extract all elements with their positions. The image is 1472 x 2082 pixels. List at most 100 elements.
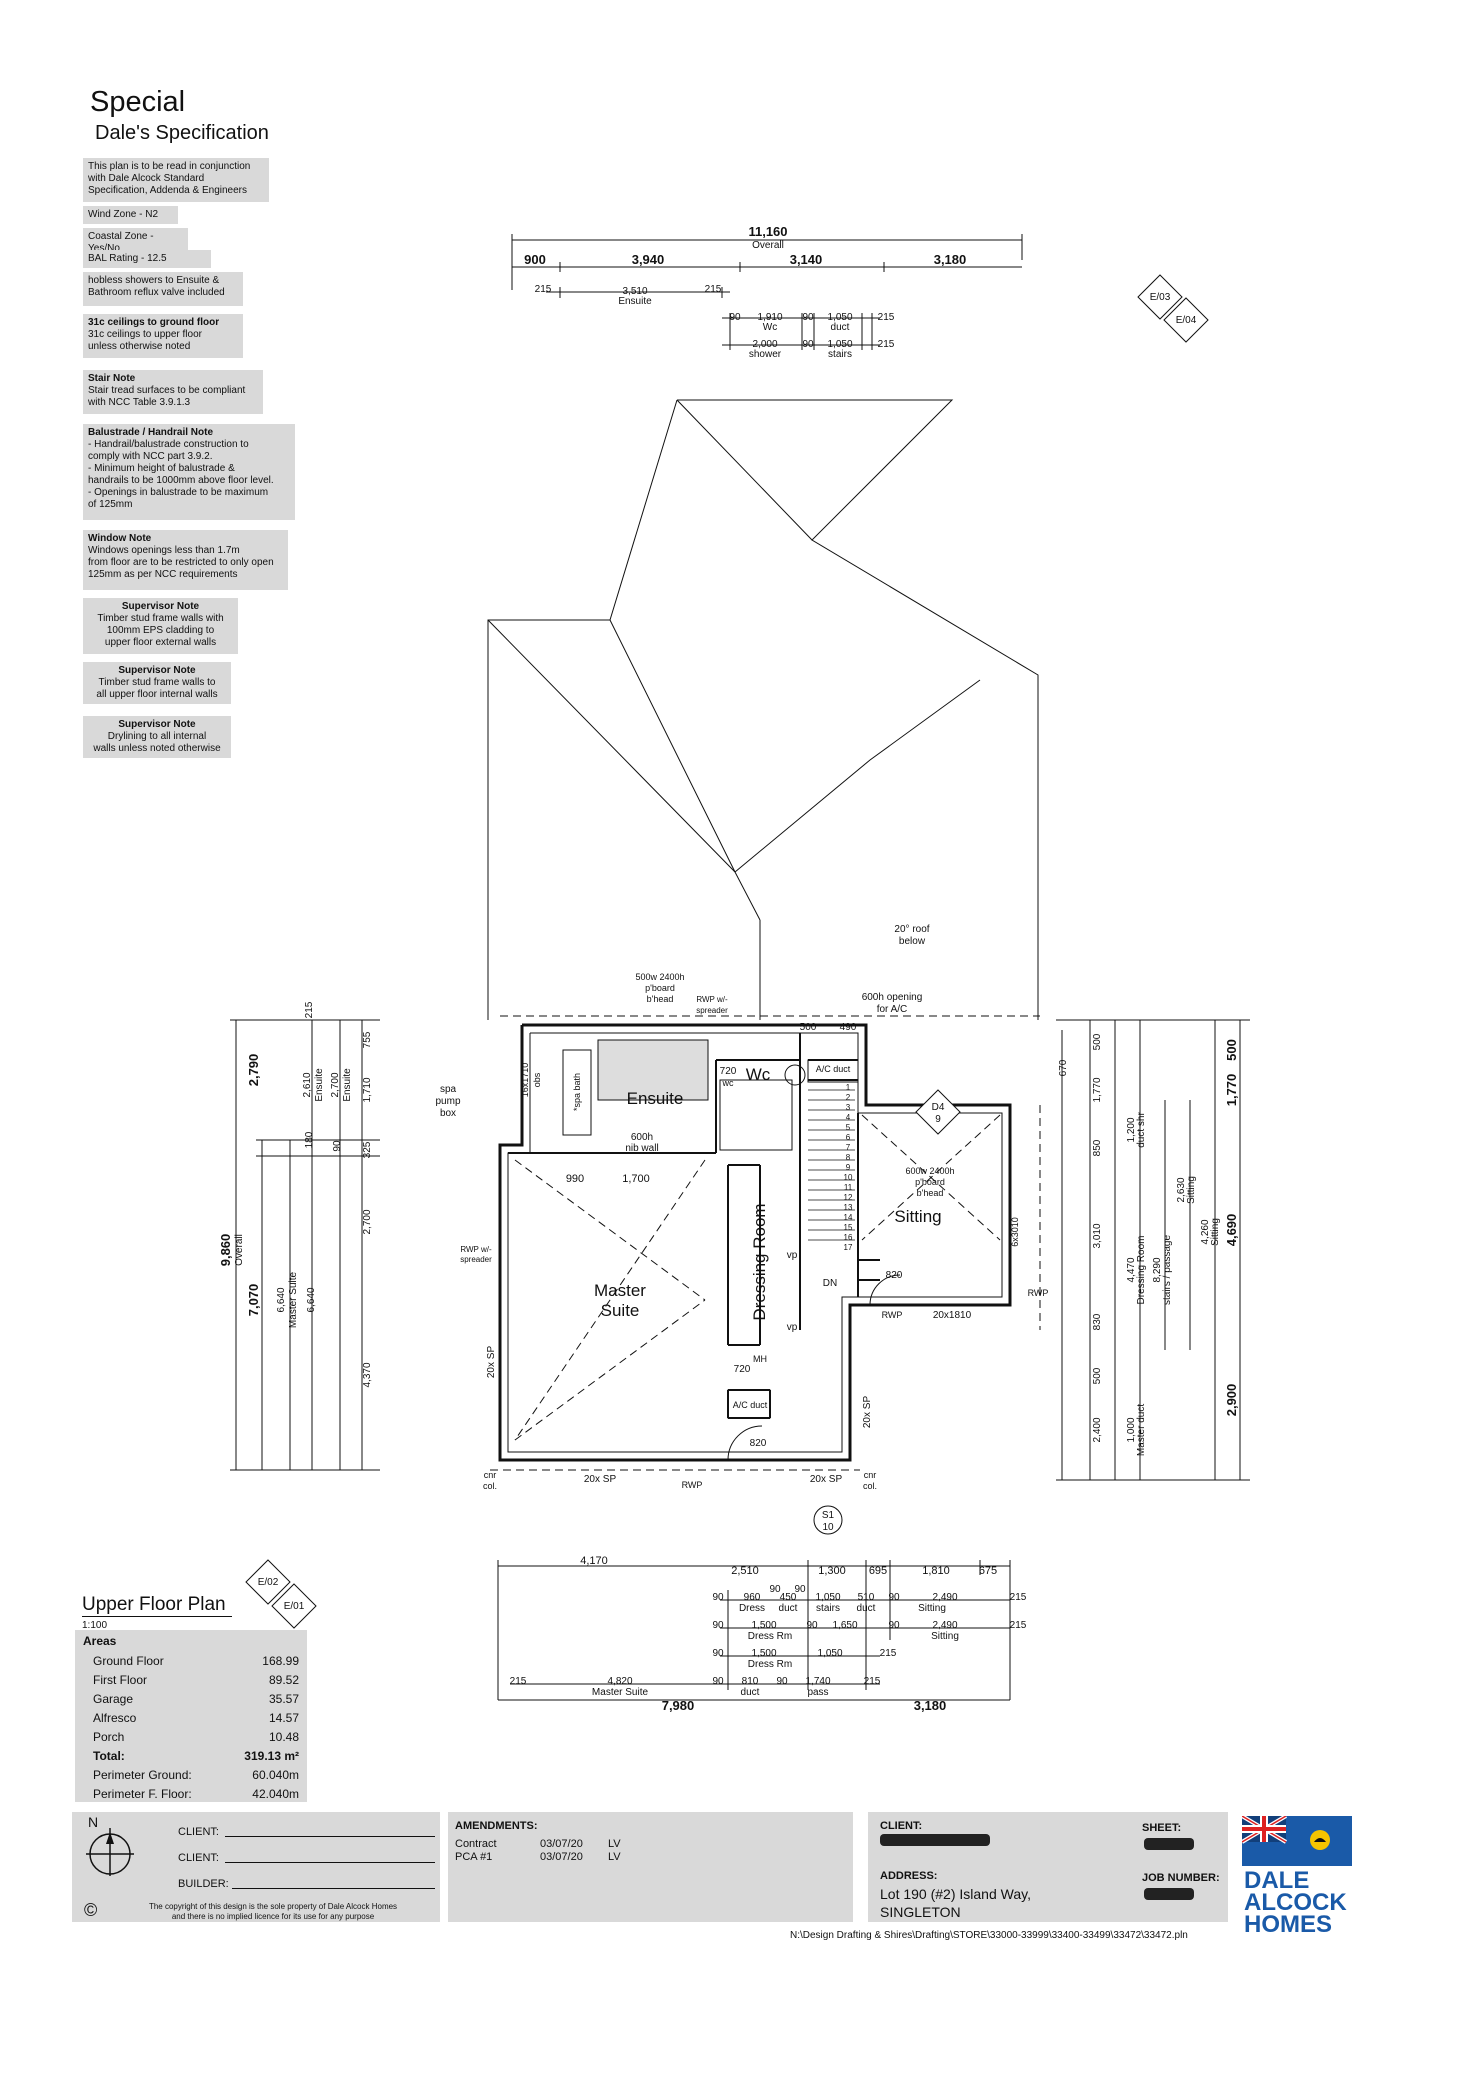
bottom-dim-4170: 4,170 — [580, 1555, 608, 1567]
company-flag-logo — [1240, 1814, 1352, 1866]
bottom-dim-7980: 7,980 — [662, 1698, 695, 1713]
detail-marker-9: 9 — [935, 1114, 941, 1125]
left-dim-1710: 1,710 — [362, 1077, 373, 1102]
area-label: Total: — [93, 1748, 125, 1763]
address-line-1: Lot 190 (#2) Island Way, — [880, 1886, 1031, 1902]
wc-width-label: Wc — [763, 322, 777, 333]
spec-note-line: 125mm as per NCC requirements — [88, 569, 238, 580]
room-wc: Wc — [746, 1065, 771, 1084]
b2-lbl-dress: Dress — [739, 1603, 765, 1614]
b2-90b: 90 — [769, 1584, 781, 1595]
left-dim-215: 215 — [304, 1001, 315, 1018]
b3-215: 215 — [1010, 1620, 1027, 1631]
stair-step-number: 1 — [846, 1083, 851, 1092]
nib2-label: nib wall — [625, 1143, 658, 1154]
vp-label-2: vp — [787, 1322, 798, 1333]
spec-note-line: Drylining to all internal — [107, 731, 207, 742]
pboard2c-label: b'head — [917, 1188, 944, 1198]
left-ens-label-2: Ensuite — [342, 1068, 353, 1102]
client1-line — [225, 1836, 435, 1837]
right-dressing-label: Dressing Room — [1136, 1236, 1147, 1305]
left-dim-2790: 2,790 — [246, 1054, 261, 1087]
b2-lbl-duct2: duct — [857, 1603, 876, 1614]
spec-note-heading: Supervisor Note — [118, 719, 196, 730]
b2-90a: 90 — [712, 1592, 724, 1603]
amendment-by: LV — [608, 1838, 621, 1850]
bottom-dim-3180: 3,180 — [914, 1698, 947, 1713]
stair-step-number: 8 — [846, 1153, 851, 1162]
spec-note-line: comply with NCC part 3.9.2. — [88, 451, 213, 462]
vp-label-1: vp — [787, 1250, 798, 1261]
b5-4820: 4,820 — [607, 1676, 632, 1687]
spec-note-line: 31c ceilings to upper floor — [88, 329, 202, 340]
b3-2490: 2,490 — [932, 1620, 957, 1631]
stair-step-number: 7 — [846, 1143, 851, 1152]
spec-note-line: Windows openings less than 1.7m — [88, 545, 240, 556]
b2-2490: 2,490 — [932, 1592, 957, 1603]
b2-450: 450 — [780, 1592, 797, 1603]
left-dim-755: 755 — [362, 1031, 373, 1048]
spec-note: Wind Zone - N2 — [83, 206, 178, 224]
window-20x1810: 20x1810 — [933, 1310, 972, 1321]
north-arrow: N — [80, 1814, 140, 1878]
section-marker-s1: S1 — [822, 1510, 835, 1521]
spec-note-heading: Window Note — [88, 533, 152, 544]
elev-marker-e01: E/01 — [284, 1601, 305, 1612]
amendment-by: LV — [608, 1851, 621, 1863]
left-dim-4370: 4,370 — [362, 1362, 373, 1387]
dim-990: 990 — [566, 1173, 584, 1185]
copyright-icon: © — [84, 1900, 98, 1920]
amendment-name: PCA #1 — [455, 1851, 493, 1863]
job-number-label: JOB NUMBER: — [1142, 1872, 1220, 1884]
pboard2-label: 600w 2400h — [905, 1166, 954, 1176]
right-sitting-label-2: Sitting — [1186, 1176, 1197, 1204]
builder-label: BUILDER: — [178, 1878, 229, 1890]
top-215b: 215 — [705, 284, 722, 295]
pboard1b-label: p'board — [645, 983, 675, 993]
cnr-label-right: cnr — [864, 1470, 877, 1480]
room-dressing: Dressing Room — [750, 1203, 769, 1320]
amendments-label: AMENDMENTS: — [455, 1820, 538, 1832]
right-duct-shr: duct shr — [1136, 1112, 1147, 1148]
client2-label: CLIENT: — [178, 1852, 219, 1864]
area-value: 14.57 — [268, 1710, 299, 1725]
spec-note-line: hobless showers to Ensuite & — [88, 275, 220, 286]
stair-step-number: 14 — [844, 1213, 853, 1222]
client-address-block — [868, 1812, 1228, 1922]
b3-lbl-sitting: Sitting — [931, 1631, 959, 1642]
left-dim-325: 325 — [362, 1141, 373, 1158]
b2-215: 215 — [1010, 1592, 1027, 1603]
col-label-right: col. — [863, 1481, 877, 1491]
top-dim-4: 3,180 — [934, 252, 967, 267]
area-label: Porch — [93, 1729, 125, 1744]
right-dim-500: 500 — [1092, 1033, 1103, 1050]
window-16x1710: 16x1710 — [520, 1063, 530, 1098]
right-dim-1770b: 1,770 — [1224, 1074, 1239, 1107]
bottom-dim-675: 675 — [979, 1565, 997, 1577]
rwp-spreader-label: RWP w/- — [696, 995, 728, 1004]
stair-step-number: 16 — [844, 1233, 853, 1242]
right-dim-2400: 2,400 — [1092, 1417, 1103, 1442]
spec-note-line: from floor are to be restricted to only … — [88, 557, 274, 568]
b4-1050: 1,050 — [817, 1648, 842, 1659]
top-215d: 215 — [878, 339, 895, 350]
b5-810: 810 — [742, 1676, 759, 1687]
area-label: Alfresco — [93, 1710, 137, 1725]
top-215a: 215 — [535, 284, 552, 295]
right-dim-830: 830 — [1092, 1313, 1103, 1330]
spec-note-heading: 31c ceilings to ground floor — [88, 317, 220, 328]
right-dim-500b: 500 — [1092, 1367, 1103, 1384]
box-label: box — [440, 1108, 456, 1119]
spec-note: hobless showers to Ensuite &Bathroom ref… — [83, 272, 243, 306]
right-stairs-passage: stairs / passage — [1162, 1235, 1173, 1305]
nib-label: 600h — [631, 1132, 653, 1143]
copyright-text: The copyright of this design is the sole… — [108, 1902, 438, 1922]
b5-215b: 215 — [864, 1676, 881, 1687]
b3-90b: 90 — [806, 1620, 818, 1631]
logo-line-2: ALCOCK — [1244, 1889, 1347, 1916]
left-overall-dim: 9,860 — [218, 1234, 233, 1267]
